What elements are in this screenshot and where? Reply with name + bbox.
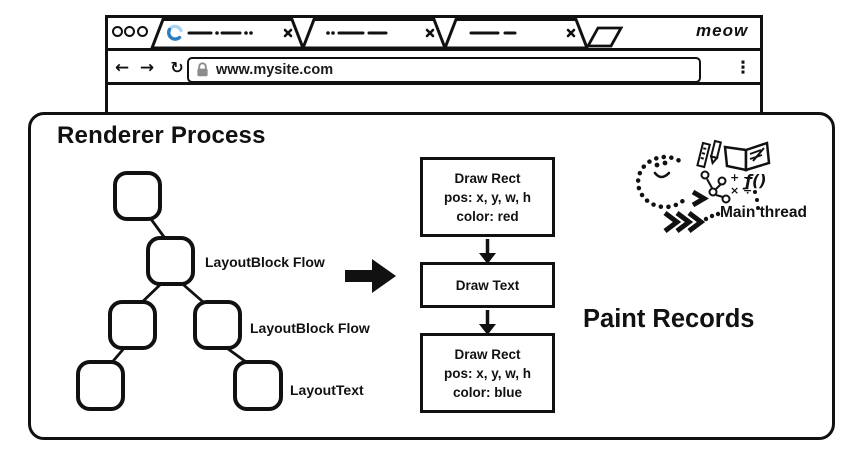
paint-record-line: color: blue — [452, 384, 522, 400]
browser-logo-text: meow — [696, 21, 749, 40]
lock-icon — [197, 62, 208, 77]
paint-flow-arrows — [479, 239, 496, 335]
tree-nodes — [76, 171, 283, 411]
tree-node — [193, 300, 242, 350]
renderer-process-box: Renderer Process — [28, 112, 835, 440]
ruler-icon — [696, 141, 712, 169]
triple-chevron-icon — [663, 211, 706, 233]
dot-trail-icon — [703, 190, 760, 222]
diagram-canvas: + − × ÷ ƒ() — [76, 139, 771, 411]
paint-records-heading: Paint Records — [583, 305, 755, 333]
tree-node — [76, 360, 125, 411]
tree-node — [146, 236, 195, 286]
paint-record-line: Draw Rect — [454, 346, 521, 362]
math-symbols-icon: + − — [730, 171, 752, 184]
paint-record-line: Draw Text — [455, 277, 520, 293]
tab-3[interactable] — [442, 18, 590, 50]
pencil-icon — [709, 139, 723, 166]
tree-label: LayoutBlock Flow — [250, 320, 370, 336]
paint-record-box: Draw Rect pos: x, y, w, h color: red — [420, 157, 555, 237]
main-thread-doodle: + − × ÷ ƒ() — [635, 139, 771, 233]
tree-node — [113, 171, 162, 221]
close-icon[interactable] — [566, 28, 576, 38]
smiley-face-icon — [653, 160, 671, 179]
chevron-icon — [691, 189, 709, 208]
new-tab-button[interactable] — [585, 26, 624, 48]
renderer-process-title: Renderer Process — [57, 122, 266, 149]
close-icon[interactable] — [283, 28, 293, 38]
tree-label: LayoutBlock Flow — [205, 254, 325, 270]
flow-arrow-icon — [345, 259, 396, 293]
math-symbols-icon: × ÷ — [730, 184, 752, 197]
tree-node — [108, 300, 157, 350]
tree-node — [233, 360, 283, 411]
tab-title-placeholder — [187, 31, 253, 35]
tabstrip-divider — [108, 48, 760, 51]
forward-button[interactable]: → — [139, 58, 155, 78]
tab-1[interactable] — [149, 18, 306, 50]
mini-tree-icon — [700, 170, 731, 204]
back-button[interactable]: ← — [114, 58, 130, 78]
dotted-loop-icon — [635, 154, 685, 210]
window-control-icon[interactable] — [124, 26, 135, 37]
tab-2[interactable] — [300, 18, 448, 50]
url-bar[interactable]: www.mysite.com — [187, 57, 701, 83]
toolbar-divider — [108, 82, 760, 85]
browser-window: meow ← → ↻ www.mysite.com ⋮ — [105, 15, 763, 125]
loading-spinner-icon — [167, 24, 183, 41]
paint-record-box: Draw Rect pos: x, y, w, h color: blue — [420, 333, 555, 413]
paint-record-line: Draw Rect — [454, 170, 521, 186]
paint-record-box: Draw Text — [420, 262, 555, 308]
url-text: www.mysite.com — [216, 62, 334, 78]
tree-label: LayoutText — [290, 382, 364, 398]
close-icon[interactable] — [425, 28, 435, 38]
browser-menu-button[interactable]: ⋮ — [734, 58, 752, 78]
reload-button[interactable]: ↻ — [170, 58, 184, 77]
paint-record-line: pos: x, y, w, h — [443, 189, 531, 205]
window-control-icon[interactable] — [112, 26, 123, 37]
tab-title-placeholder — [326, 31, 388, 35]
function-icon: ƒ() — [742, 171, 767, 190]
book-icon — [723, 141, 771, 172]
window-control-icon[interactable] — [137, 26, 148, 37]
paint-record-line: pos: x, y, w, h — [443, 365, 531, 381]
main-thread-label: Main thread — [720, 204, 807, 221]
tab-strip — [149, 18, 624, 50]
paint-record-line: color: red — [456, 208, 519, 224]
